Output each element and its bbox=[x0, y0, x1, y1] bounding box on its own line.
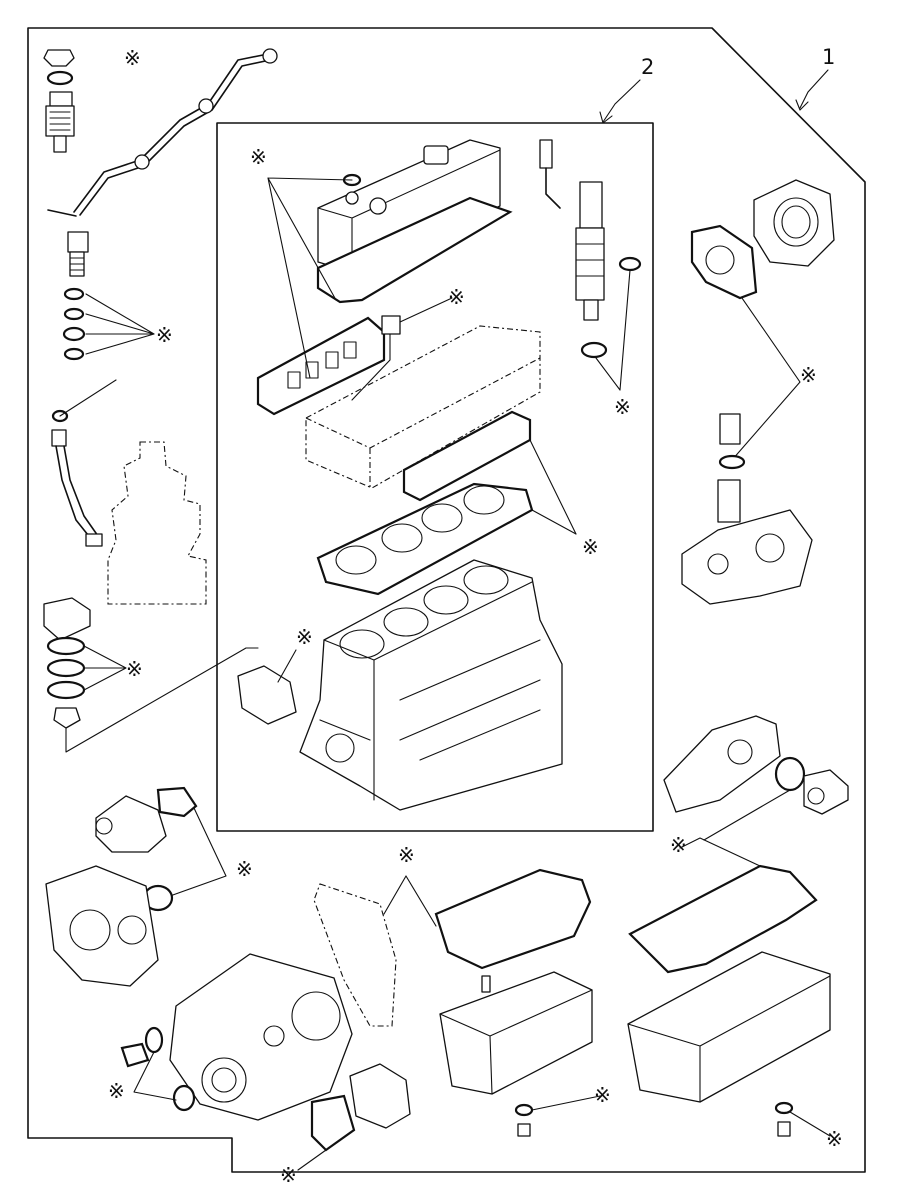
oil-pan-gasket-center bbox=[434, 868, 592, 970]
inner-kit-boundary bbox=[216, 122, 654, 832]
timing-gear-case bbox=[45, 865, 397, 1027]
oil-pan-gasket-right bbox=[628, 864, 818, 974]
label-1-group: 1 bbox=[795, 45, 835, 111]
rocker-cover bbox=[316, 139, 513, 304]
outer-kit-boundary bbox=[27, 27, 866, 1173]
water-pump bbox=[95, 786, 227, 912]
oil-pump-cover bbox=[297, 1063, 411, 1171]
gasket-marker: ※ bbox=[126, 657, 143, 681]
cylinder-block bbox=[299, 559, 563, 811]
gasket-marker: ※ bbox=[108, 1079, 125, 1103]
intake-manifold-gasket bbox=[256, 316, 386, 416]
gasket-marker: ※ bbox=[594, 1083, 611, 1107]
coolant-outlet-right bbox=[663, 715, 849, 841]
bolt-cap bbox=[381, 315, 401, 335]
kit-label-2: 2 bbox=[641, 55, 654, 79]
gasket-markers: ※ ※ ※ ※ ※ ※ ※ ※ ※ ※ ※ ※ ※ ※ ※ ※ bbox=[108, 46, 843, 1187]
head-outline-left bbox=[107, 441, 207, 605]
gasket-marker: ※ bbox=[156, 323, 173, 347]
gasket-marker: ※ bbox=[826, 1127, 843, 1151]
water-outlet-housing bbox=[237, 665, 297, 725]
thermostat-housing-right bbox=[681, 413, 813, 605]
gasket-marker: ※ bbox=[124, 46, 141, 70]
gasket-marker: ※ bbox=[582, 535, 599, 559]
oil-pan-center bbox=[439, 971, 601, 1137]
gasket-marker: ※ bbox=[670, 833, 687, 857]
front-cover-assembly bbox=[120, 953, 353, 1121]
gasket-marker: ※ bbox=[280, 1163, 297, 1187]
gasket-marker: ※ bbox=[398, 843, 415, 867]
injector bbox=[539, 139, 642, 391]
cylinder-head-outline bbox=[305, 325, 541, 489]
gasket-marker: ※ bbox=[250, 145, 267, 169]
gasket-marker: ※ bbox=[236, 857, 253, 881]
gasket-marker: ※ bbox=[296, 625, 313, 649]
rear-seal-retainer bbox=[690, 179, 835, 461]
gasket-marker: ※ bbox=[448, 285, 465, 309]
gasket-marker: ※ bbox=[614, 395, 631, 419]
thermostat-housing-left bbox=[43, 597, 259, 753]
gasket-marker: ※ bbox=[800, 363, 817, 387]
head-gasket-bores bbox=[335, 485, 505, 575]
label-2-group: 2 bbox=[599, 55, 654, 124]
oil-pan-right bbox=[627, 951, 831, 1137]
fuel-line-assembly bbox=[43, 48, 278, 547]
kit-label-1: 1 bbox=[822, 45, 835, 69]
